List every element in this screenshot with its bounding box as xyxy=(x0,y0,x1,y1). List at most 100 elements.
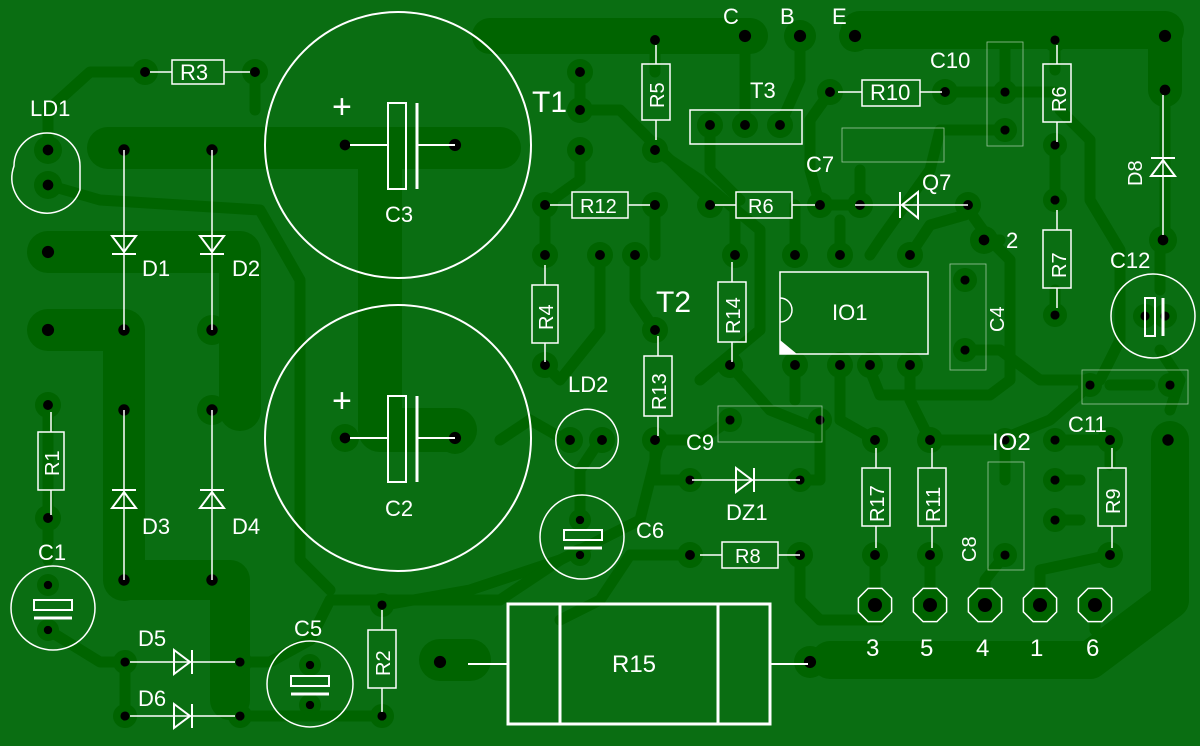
drill-hole xyxy=(595,250,605,260)
label-d3: D3 xyxy=(142,514,170,539)
drill-hole xyxy=(870,550,880,560)
drill-hole xyxy=(41,245,55,259)
c10-outline xyxy=(986,41,1024,147)
drill-hole xyxy=(433,655,447,669)
drill-hole xyxy=(305,700,315,710)
label-c10: C10 xyxy=(930,48,970,73)
dz1-symbol xyxy=(735,466,755,494)
d5-symbol xyxy=(173,648,193,676)
drill-hole xyxy=(43,400,53,410)
label-c6: C6 xyxy=(636,518,664,543)
drill-hole xyxy=(1105,435,1115,445)
drill-hole xyxy=(740,120,750,130)
drill-hole xyxy=(978,234,990,246)
label-c12: C12 xyxy=(1110,248,1150,273)
drill-hole xyxy=(43,625,53,635)
drill-hole xyxy=(250,67,260,77)
label-t1: T1 xyxy=(532,86,567,119)
label-pin1: 1 xyxy=(1030,635,1043,662)
label-r11: R11 xyxy=(923,487,945,522)
drill-hole xyxy=(1159,84,1171,96)
drill-hole xyxy=(775,120,785,130)
r10-outline xyxy=(861,79,921,107)
d3-symbol xyxy=(110,489,138,509)
drill-hole xyxy=(1050,140,1060,150)
label-r7: R7 xyxy=(1049,252,1071,278)
ld1-outline xyxy=(11,132,81,214)
drill-hole xyxy=(960,345,970,355)
drill-hole xyxy=(650,325,660,335)
label-r2: R2 xyxy=(373,650,395,676)
t3-outline xyxy=(689,109,803,145)
label-io2: IO2 xyxy=(992,429,1031,456)
c5-outline xyxy=(266,640,354,728)
drill-hole xyxy=(1000,87,1010,97)
drill-hole xyxy=(377,600,387,610)
drill-hole xyxy=(120,711,130,721)
label-r15: R15 xyxy=(612,651,656,678)
drill-hole xyxy=(43,513,53,523)
drill-hole xyxy=(1050,475,1060,485)
drill-hole xyxy=(685,475,695,485)
label-ld2: LD2 xyxy=(568,372,608,397)
drill-hole xyxy=(575,550,585,560)
drill-hole xyxy=(803,655,817,669)
drill-hole xyxy=(1085,380,1095,390)
label-r6-middle: R6 xyxy=(748,196,774,218)
label-plus-c3: + xyxy=(332,88,352,126)
label-r9: R9 xyxy=(1103,488,1125,514)
drill-hole xyxy=(865,360,875,370)
label-c2: C2 xyxy=(385,496,413,521)
c7-outline xyxy=(841,127,945,163)
label-c5: C5 xyxy=(294,616,322,641)
io1-outline xyxy=(779,271,929,355)
label-pin3: 3 xyxy=(866,635,879,662)
label-io1: IO1 xyxy=(832,300,867,325)
c11-outline xyxy=(1081,369,1189,405)
label-r8: R8 xyxy=(735,546,761,568)
label-c11: C11 xyxy=(1068,412,1107,437)
drill-hole xyxy=(140,67,150,77)
drill-hole xyxy=(870,435,880,445)
drill-hole xyxy=(940,87,950,97)
drill-hole xyxy=(790,250,800,260)
d8-symbol xyxy=(1149,157,1177,177)
label-c7: C7 xyxy=(806,152,834,177)
label-q7: Q7 xyxy=(922,170,951,195)
label-r10: R10 xyxy=(870,80,910,105)
drill-hole xyxy=(565,435,575,445)
label-pin2: 2 xyxy=(1006,228,1018,253)
label-c1: C1 xyxy=(38,540,66,565)
component-labels: LD1 R3 C3 C2 + + T1 R5 T3 C B E C10 R10 … xyxy=(30,4,1150,711)
label-c-pin: C xyxy=(723,4,739,29)
drill-hole xyxy=(1000,550,1010,560)
label-c3: C3 xyxy=(385,202,413,227)
label-dz1: DZ1 xyxy=(726,500,768,525)
drill-hole xyxy=(790,360,800,370)
label-pin4: 4 xyxy=(976,635,989,662)
drill-hole xyxy=(725,360,735,370)
drill-hole xyxy=(815,200,825,210)
drill-hole xyxy=(575,67,585,77)
drill-hole xyxy=(650,145,660,155)
c1-outline xyxy=(10,565,96,651)
drill-hole xyxy=(575,105,585,115)
drill-hole xyxy=(1050,310,1060,320)
label-ld1: LD1 xyxy=(30,96,70,121)
drill-hole xyxy=(705,200,715,210)
drill-hole xyxy=(305,660,315,670)
drill-hole xyxy=(923,598,937,612)
drill-hole xyxy=(1033,598,1047,612)
drill-hole xyxy=(825,87,835,97)
drill-hole xyxy=(120,657,130,667)
label-plus-c2: + xyxy=(332,382,352,420)
label-b-pin: B xyxy=(780,4,795,29)
drill-hole xyxy=(1162,434,1174,446)
c4-outline xyxy=(949,263,987,371)
drill-hole xyxy=(630,250,640,260)
drill-hole xyxy=(815,415,825,425)
drill-hole xyxy=(925,550,935,560)
label-d6: D6 xyxy=(138,686,166,711)
drill-hole xyxy=(1088,598,1102,612)
